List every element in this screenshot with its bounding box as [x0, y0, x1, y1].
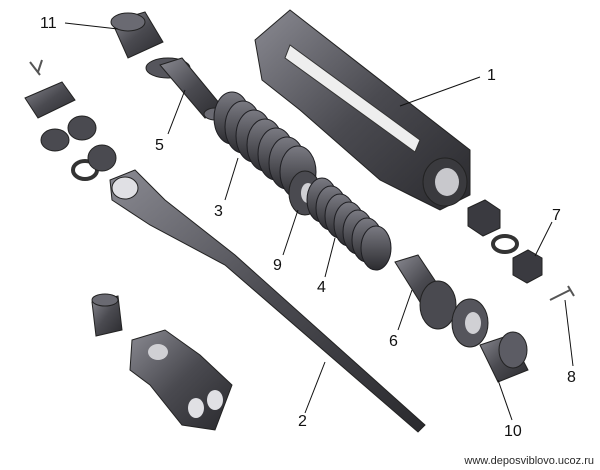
leader-5	[167, 89, 186, 135]
callout-1: 1	[487, 67, 496, 84]
leader-4	[324, 237, 336, 278]
part-small-bushing-b	[67, 115, 97, 141]
part-housing	[254, 9, 471, 211]
part-rod-2	[109, 169, 426, 433]
part-lock-washer	[491, 234, 519, 254]
part-bushing-11	[110, 11, 164, 59]
part-cotter-pin-left	[29, 59, 43, 76]
callout-2: 2	[298, 413, 307, 430]
callout-labels: 1 2 3 4 5 6 7 8 9 10 11	[40, 15, 576, 440]
part-small-bushing-c	[87, 144, 117, 172]
callout-10: 10	[504, 423, 522, 440]
part-small-bushing-a	[40, 128, 70, 152]
spring-coil	[360, 225, 392, 271]
part-flanged-pin-5	[145, 57, 227, 121]
leader-3	[224, 157, 239, 201]
leader-9	[282, 209, 299, 256]
part-cotter-pin-8	[549, 285, 575, 301]
part-bushing-lower-left	[91, 293, 123, 337]
part-nut	[467, 199, 501, 237]
part-flanged-pin-6	[394, 254, 457, 330]
leader-6	[397, 289, 413, 331]
callout-5: 5	[155, 137, 164, 154]
callout-8: 8	[567, 369, 576, 386]
watermark: www.deposviblovo.ucoz.ru	[464, 455, 594, 467]
part-spring-4	[306, 177, 392, 271]
leader-8	[564, 299, 574, 367]
part-clevis	[129, 329, 233, 431]
callout-11: 11	[40, 15, 57, 32]
part-pin-left	[24, 81, 76, 119]
part-castle-nut-7	[512, 249, 543, 284]
callout-6: 6	[389, 333, 398, 350]
part-spring-3	[213, 91, 317, 199]
leader-2	[304, 361, 326, 414]
callout-3: 3	[214, 203, 223, 220]
leader-7	[534, 221, 553, 257]
leader-lines	[64, 22, 574, 421]
leader-1	[399, 76, 481, 107]
callout-4: 4	[317, 279, 326, 296]
callout-9: 9	[273, 257, 282, 274]
callout-7: 7	[552, 207, 561, 224]
part-bushing-10	[479, 331, 529, 383]
part-washer-lower	[451, 298, 489, 348]
leader-11	[64, 22, 119, 30]
leader-10	[497, 379, 513, 421]
